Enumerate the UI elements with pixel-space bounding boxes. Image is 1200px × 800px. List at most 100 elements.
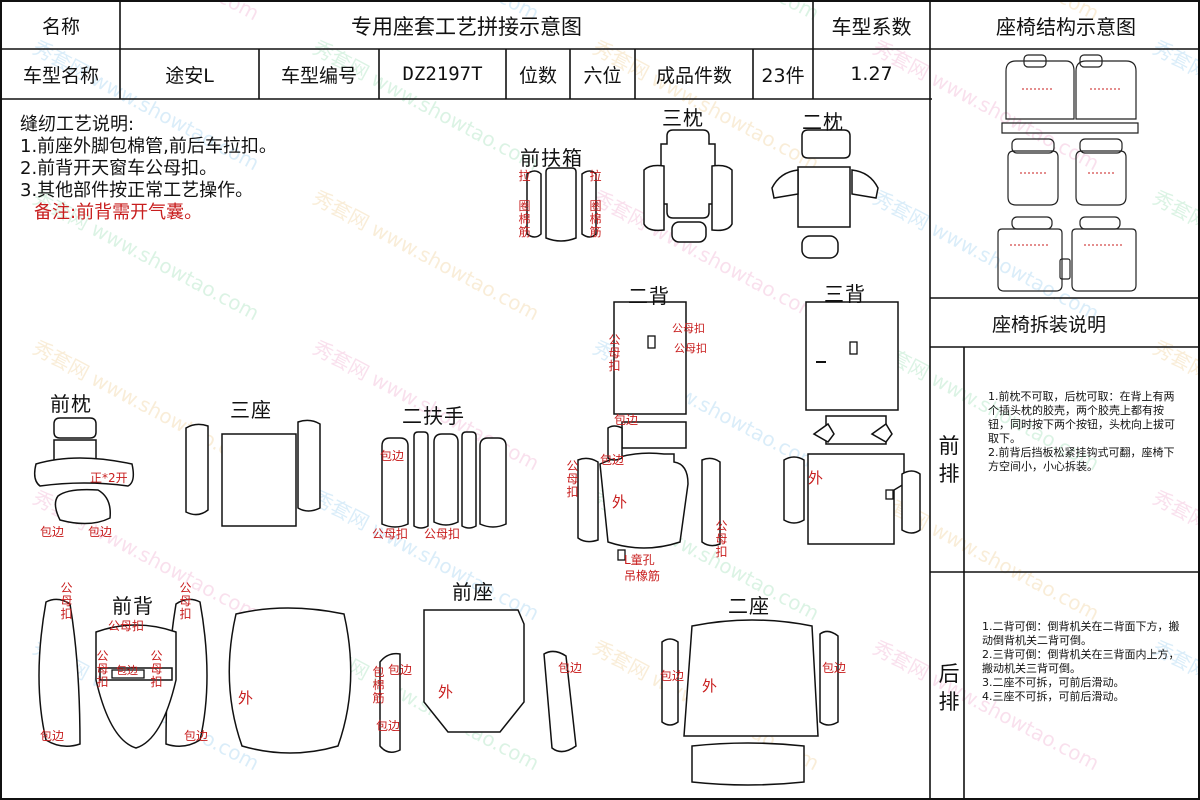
label-third-seat: 三座 (230, 398, 272, 422)
front-seat-side-right (543, 650, 577, 753)
mark-rib-left: 圈棉筋 (518, 199, 531, 239)
second-headrest-front (797, 166, 851, 228)
second-back-side-left (577, 457, 599, 543)
third-seat-side-left (185, 423, 209, 516)
model-code: DZ2197T (402, 63, 483, 85)
third-headrest-bottom (671, 221, 707, 243)
mark-edge: 包边 (660, 669, 685, 683)
armrest-box-strip-right (581, 170, 597, 238)
mark-male-female: 公母扣 (566, 459, 579, 499)
headrest-shape (1023, 54, 1047, 68)
front-seat-cushion (423, 609, 525, 733)
label-second-back: 二背 (628, 284, 670, 308)
label-front-back: 前背 (112, 594, 154, 618)
mark-edge: 包边 (40, 525, 65, 539)
rear-seat-right (1071, 228, 1137, 292)
front-row-label: 前排 (938, 434, 960, 486)
label-front-headrest: 前枕 (50, 392, 92, 416)
mini-armrest (1059, 258, 1071, 280)
second-seat-side-left (661, 638, 679, 726)
label-second-headrest: 二枕 (802, 110, 844, 134)
second-seat-front-strip (691, 742, 805, 786)
front-headrest-front (33, 457, 135, 487)
armrest-box-top (545, 167, 577, 242)
seats-label: 位数 (518, 64, 557, 87)
model-name-label: 车型名称 (22, 64, 99, 87)
front-back-side-left (38, 598, 81, 747)
notes-title: 缝纫工艺说明: (20, 114, 135, 135)
mark-front-2-open: 正*2开 (90, 471, 128, 485)
label-third-back: 三背 (824, 282, 866, 306)
notes-item-1: 1.前座外脚包棉管,前后车拉扣。 (20, 136, 277, 157)
label-third-headrest: 三枕 (662, 106, 704, 130)
mark-rib-right: 圈棉筋 (589, 199, 602, 239)
notes-item-2: 2.前背开天窗车公母扣。 (20, 158, 218, 179)
rear-row-label: 后排 (938, 662, 960, 714)
headrest-slot (647, 335, 656, 349)
model-name: 途安L (165, 64, 214, 87)
second-headrest-wing-right (851, 169, 879, 199)
second-back-lower (599, 452, 689, 549)
mark-outer: 外 (438, 683, 454, 701)
structure-title: 座椅结构示意图 (996, 15, 1136, 39)
label-front-armrest-box: 前扶箱 (520, 146, 583, 170)
armrest-box-strip-left (526, 170, 542, 238)
headrest-shape (1011, 216, 1053, 230)
second-back-panel (613, 301, 687, 415)
headrest-shape (1079, 138, 1123, 154)
bench-back-right (1075, 60, 1137, 120)
pieces-label: 成品件数 (655, 64, 732, 87)
front-seat-left (1007, 150, 1059, 206)
front-row-text: 1.前枕不可取，后枕可取：在背上有两个插头枕的胶壳，两个胶壳上都有按钮，同时按下… (988, 390, 1175, 473)
mark-outer: 外 (612, 493, 628, 511)
third-seat-side-right (297, 419, 321, 512)
label-second-armrest: 二扶手 (402, 404, 465, 428)
mark-edge: 包边 (822, 661, 847, 675)
front-back-rear-panel (228, 607, 352, 754)
mark-male-female: 公母扣 (96, 649, 109, 689)
mark-child-hole: L童孔 (624, 553, 655, 567)
mark-edge: 包边 (600, 453, 625, 467)
mark-hang-rubber: 吊橡筋 (624, 569, 661, 583)
pattern-pieces (33, 129, 921, 786)
mark-la-left: 拉 (518, 169, 531, 183)
mark-outer: 外 (238, 689, 254, 707)
armrest-piece-5 (479, 437, 507, 528)
mark-male-female: 公母扣 (179, 581, 192, 621)
armrest-piece-2 (413, 431, 429, 529)
rear-row-text: 1.二背可倒：倒背机关在二背面下方，搬动倒背机关二背可倒。 2.三背可倒：倒背机… (982, 620, 1180, 703)
sewing-notes: 缝纫工艺说明: 1.前座外脚包棉管,前后车拉扣。 2.前背开天窗车公母扣。 3.… (20, 114, 277, 224)
label-second-seat: 二座 (728, 594, 770, 618)
front-seat-side-left (379, 652, 401, 753)
seat-structure-diagram (997, 54, 1139, 292)
headrest-shape (1011, 138, 1055, 154)
armrest-piece-1 (381, 437, 409, 528)
watermark-text: 秀套网 www.showtao.com (1148, 485, 1200, 626)
mark-edge: 包边 (558, 661, 583, 675)
second-headrest-bottom (801, 235, 839, 259)
mark-male-female: 公母扣 (150, 649, 163, 689)
second-headrest-wing-left (771, 169, 799, 199)
third-back-tab-left (812, 422, 835, 443)
armrest-piece-3 (433, 433, 459, 526)
coef-value: 1.27 (850, 63, 893, 85)
third-back-panel (805, 301, 899, 411)
headrest-shape (1079, 216, 1121, 230)
notes-remark: 备注:前背需开气囊。 (34, 202, 203, 223)
third-headrest-side-left (643, 164, 665, 232)
mark-male-female: 公母扣 (108, 619, 145, 633)
mark-male-female: 公母扣 (608, 333, 621, 373)
mark-male-female: 公母扣 (372, 527, 409, 541)
mark-edge-rib: 包棉筋 (372, 665, 385, 705)
notes-item-3: 3.其他部件按正常工艺操作。 (20, 180, 254, 201)
front-seat-right (1075, 150, 1127, 206)
third-back-tab-right (870, 422, 893, 443)
headrest-shape (1079, 54, 1103, 68)
mark-edge: 包边 (380, 449, 405, 463)
rear-seat-left (997, 228, 1063, 292)
sheet-title: 专用座套工艺拼接示意图 (351, 14, 582, 39)
mark-male-female: 公母扣 (715, 519, 728, 559)
mark-edge: 包边 (388, 663, 413, 677)
mark-edge: 包边 (376, 719, 401, 733)
mark-male-female: 公母扣 (60, 581, 73, 621)
